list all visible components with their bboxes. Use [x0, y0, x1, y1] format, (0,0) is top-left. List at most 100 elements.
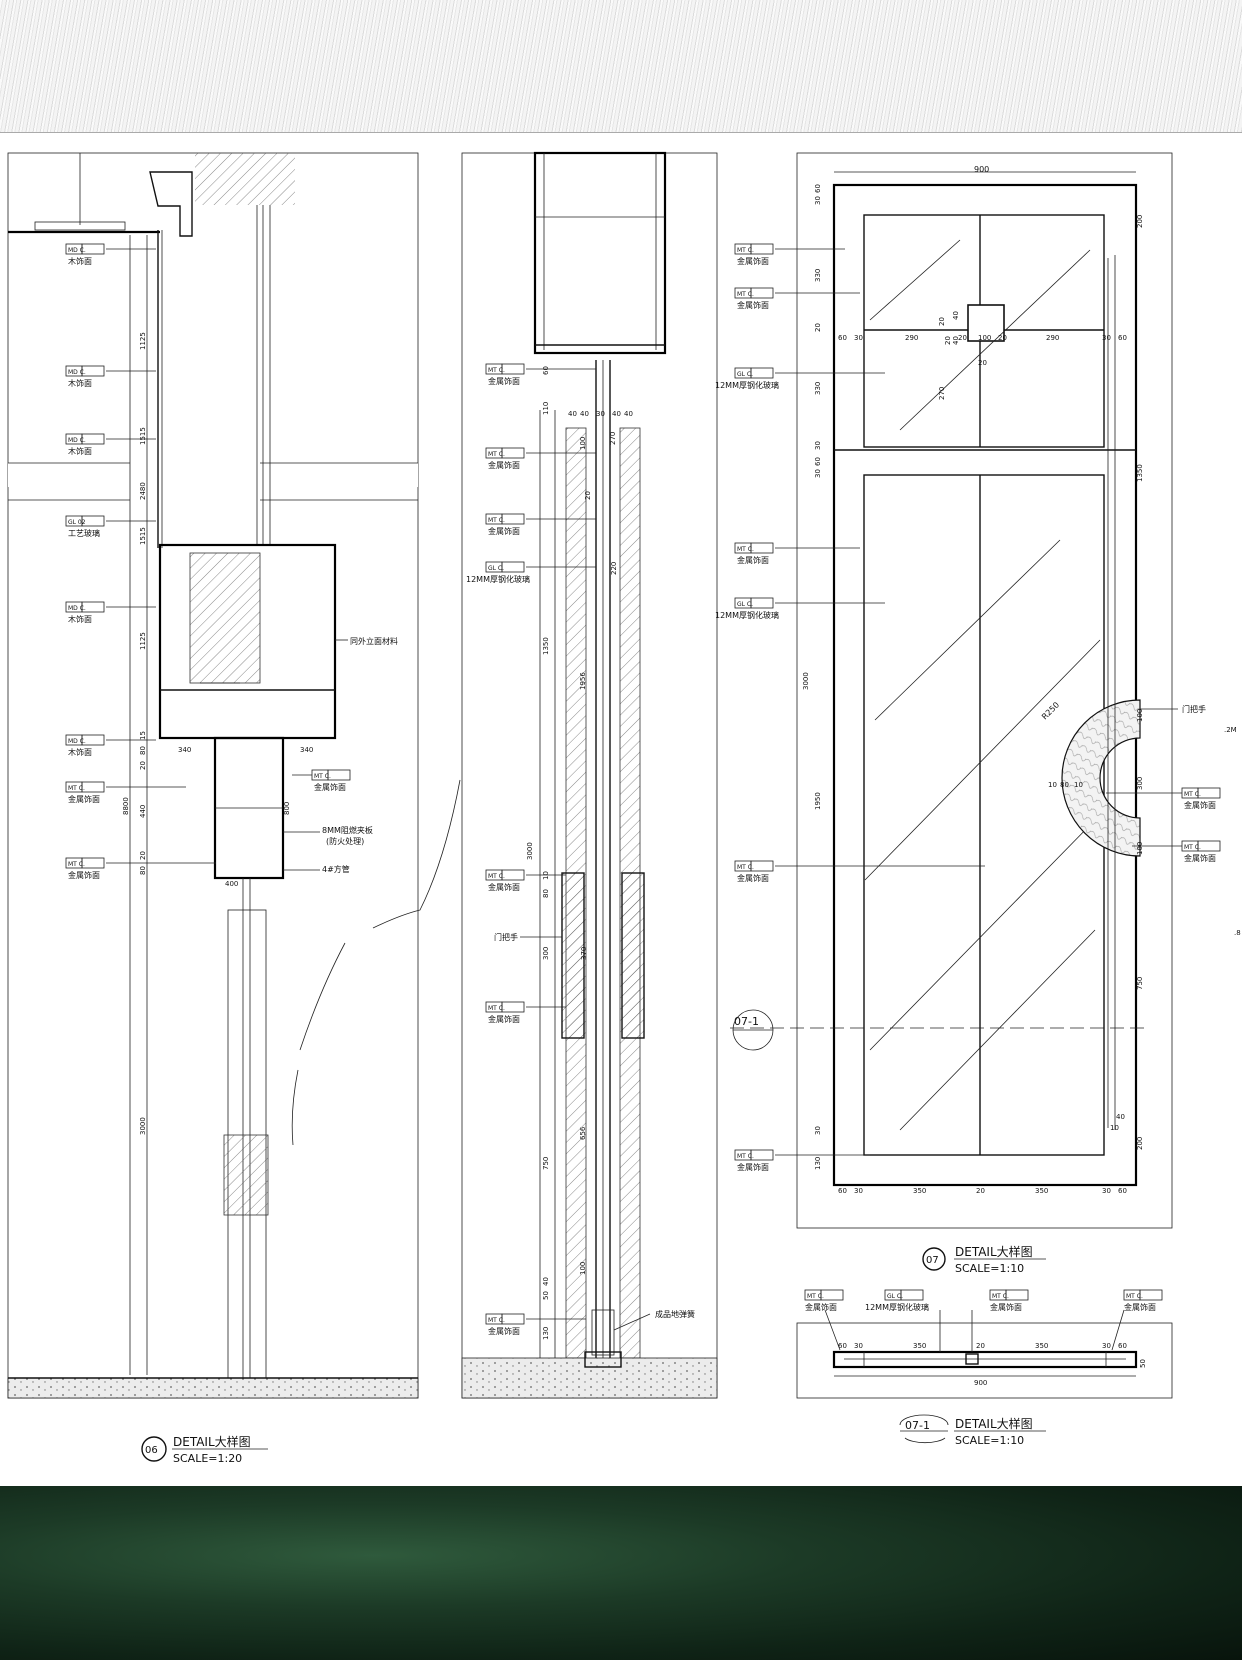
- dimension-label: 60: [542, 366, 550, 375]
- material-tag-code: MD C.: [68, 437, 86, 444]
- material-tag-note: 12MM厚钢化玻璃: [466, 574, 530, 584]
- dimension-label: 10: [542, 871, 550, 880]
- material-tag-note: 金属饰面: [488, 376, 520, 386]
- material-tag-note: 金属饰面: [314, 782, 346, 792]
- detail-scale: SCALE=1:20: [173, 1452, 242, 1465]
- material-tag-code: MT C.: [488, 1005, 505, 1012]
- detail-07-left-dimensions: 30 60 330 20 330 30 60 30 3000 1950 30 1…: [802, 184, 822, 1170]
- dimension-label: 290: [905, 334, 918, 342]
- material-tag-note: 木饰面: [68, 614, 92, 624]
- detail-07-tag-list: MT C. 金属饰面 MT C. 金属饰面 GL C. 12MM厚钢化玻璃 MT C.…: [715, 243, 1221, 1172]
- dimension-label: 30: [814, 1126, 822, 1135]
- material-tag-code: GL C.: [887, 1293, 903, 1300]
- dimension-label: 110: [542, 402, 550, 415]
- dimension-label: 60: [1118, 1342, 1127, 1350]
- material-tag-note: 金属饰面: [488, 460, 520, 470]
- detail-07-1-title-block: 07-1 DETAIL大样图 SCALE=1:10: [899, 1414, 1046, 1447]
- callout-note: (防火处理): [326, 836, 364, 846]
- dimension-label: 656: [579, 1126, 587, 1140]
- dimension-label: 1125: [139, 332, 147, 350]
- material-tag-note: 金属饰面: [737, 873, 769, 883]
- callout-note: 成品地弹簧: [655, 1309, 695, 1319]
- dimension-label: 30: [1102, 1342, 1111, 1350]
- dimension-label: 30: [854, 1342, 863, 1350]
- dimension-label: 60: [838, 1342, 847, 1350]
- dimension-label: 60: [838, 1187, 847, 1195]
- detail-06-vertical-dimensions: 1125 1515 2480 1515 1125 15 80 20 440 20…: [122, 332, 147, 1135]
- dimension-label: 20: [976, 1342, 985, 1350]
- section-tag-list: MT C. 金属饰面 MT C. 金属饰面 MT C. 金属饰面 GL C. 12MM厚…: [466, 363, 596, 1336]
- detail-07-1-plan: MT C.金属饰面 GL C.12MM厚钢化玻璃 MT C.金属饰面 MT C.…: [796, 1289, 1173, 1447]
- dimension-label: 750: [1136, 977, 1144, 990]
- dimension-label: 350: [913, 1187, 926, 1195]
- dimension-label: 130: [814, 1157, 822, 1170]
- section-dimensions: 60 110 40 40 30 40 40 270 100 20 220 135…: [526, 366, 633, 1340]
- dimension-label: 100: [1136, 842, 1144, 855]
- material-tag-code: MT C.: [68, 861, 85, 868]
- dimension-label: 1956: [579, 672, 587, 690]
- material-tag-note: 金属饰面: [1184, 800, 1216, 810]
- material-tag-note: 金属饰面: [488, 526, 520, 536]
- dimension-label: 30: [596, 410, 605, 418]
- edge-fragment: .2M: [1224, 726, 1237, 734]
- dimension-label: 270: [609, 432, 617, 445]
- detail-title: DETAIL大样图: [955, 1416, 1033, 1431]
- dimension-label: 10: [1110, 1124, 1119, 1132]
- dimension-label: 100: [978, 334, 991, 342]
- dimension-label: 60: [1118, 334, 1127, 342]
- material-tag-code: GL C.: [737, 601, 753, 608]
- material-tag-code: MT C.: [314, 773, 331, 780]
- radius-label: R250: [1040, 700, 1061, 721]
- dimension-label: 900: [974, 1379, 987, 1387]
- section-marker-label: 07-1: [734, 1015, 759, 1028]
- footer-texture-band: [0, 1486, 1242, 1660]
- material-tag-code: MD C.: [68, 738, 86, 745]
- material-tag-note: 金属饰面: [1124, 1302, 1156, 1312]
- dimension-label: 10: [1048, 781, 1057, 789]
- dimension-label: 20: [139, 851, 147, 860]
- material-tag-note: 12MM厚钢化玻璃: [865, 1302, 929, 1312]
- material-tag-note: 金属饰面: [1184, 853, 1216, 863]
- material-tag-code: GL C.: [488, 565, 504, 572]
- dimension-label: 20: [998, 334, 1007, 342]
- dimension-label: 80: [1060, 781, 1069, 789]
- header-texture-band: [0, 0, 1242, 133]
- callout-note: 门把手: [1182, 704, 1206, 714]
- dimension-label: 800: [283, 802, 291, 815]
- edge-fragment: .8: [1234, 929, 1241, 937]
- dimension-label: 350: [913, 1342, 926, 1350]
- dimension-label: 1950: [814, 792, 822, 810]
- dimension-label: 200: [1136, 1137, 1144, 1150]
- detail-07-inner-dimensions: 20 40 20 40 270 20 10 80 10: [938, 311, 1083, 789]
- dimension-label: 60: [814, 457, 822, 466]
- dimension-label: 300: [542, 947, 550, 960]
- material-tag-code: MT C.: [488, 451, 505, 458]
- plan-dimensions: 60 30 350 20 350 30 60 900 50: [838, 1342, 1147, 1387]
- material-tag-note: 金属饰面: [737, 256, 769, 266]
- material-tag-note: 金属饰面: [805, 1302, 837, 1312]
- dimension-label: 350: [1035, 1342, 1048, 1350]
- dimension-label: 80: [542, 889, 550, 898]
- callout-note: 8MM阻燃夹板: [322, 825, 373, 835]
- material-tag-note: 木饰面: [68, 378, 92, 388]
- material-tag-code: MT C.: [737, 546, 754, 553]
- material-tag-code: MT C.: [992, 1293, 1009, 1300]
- material-tag-note: 金属饰面: [737, 555, 769, 565]
- sketch-curve: [372, 779, 461, 929]
- dimension-label: 1515: [139, 427, 147, 445]
- material-tag-note: 金属饰面: [737, 300, 769, 310]
- material-tag-code: MT C.: [1126, 1293, 1143, 1300]
- detail-07-right-dimensions: 200 1350 100 300 100 750 40 10 200: [1110, 215, 1144, 1150]
- dimension-label: 60: [838, 334, 847, 342]
- material-tag-code: MT C.: [737, 247, 754, 254]
- material-tag-code: MT C.: [488, 517, 505, 524]
- material-tag-note: 12MM厚钢化玻璃: [715, 610, 779, 620]
- dimension-label: 40: [580, 410, 589, 418]
- dimension-label: 750: [542, 1157, 550, 1170]
- material-tag-note: 工艺玻璃: [68, 528, 100, 538]
- material-tag-code: MT C.: [1184, 844, 1201, 851]
- dimension-label: 3000: [526, 842, 534, 860]
- dimension-label: 1350: [542, 637, 550, 655]
- material-tag-code: GL C.: [737, 371, 753, 378]
- material-tag-note: 木饰面: [68, 747, 92, 757]
